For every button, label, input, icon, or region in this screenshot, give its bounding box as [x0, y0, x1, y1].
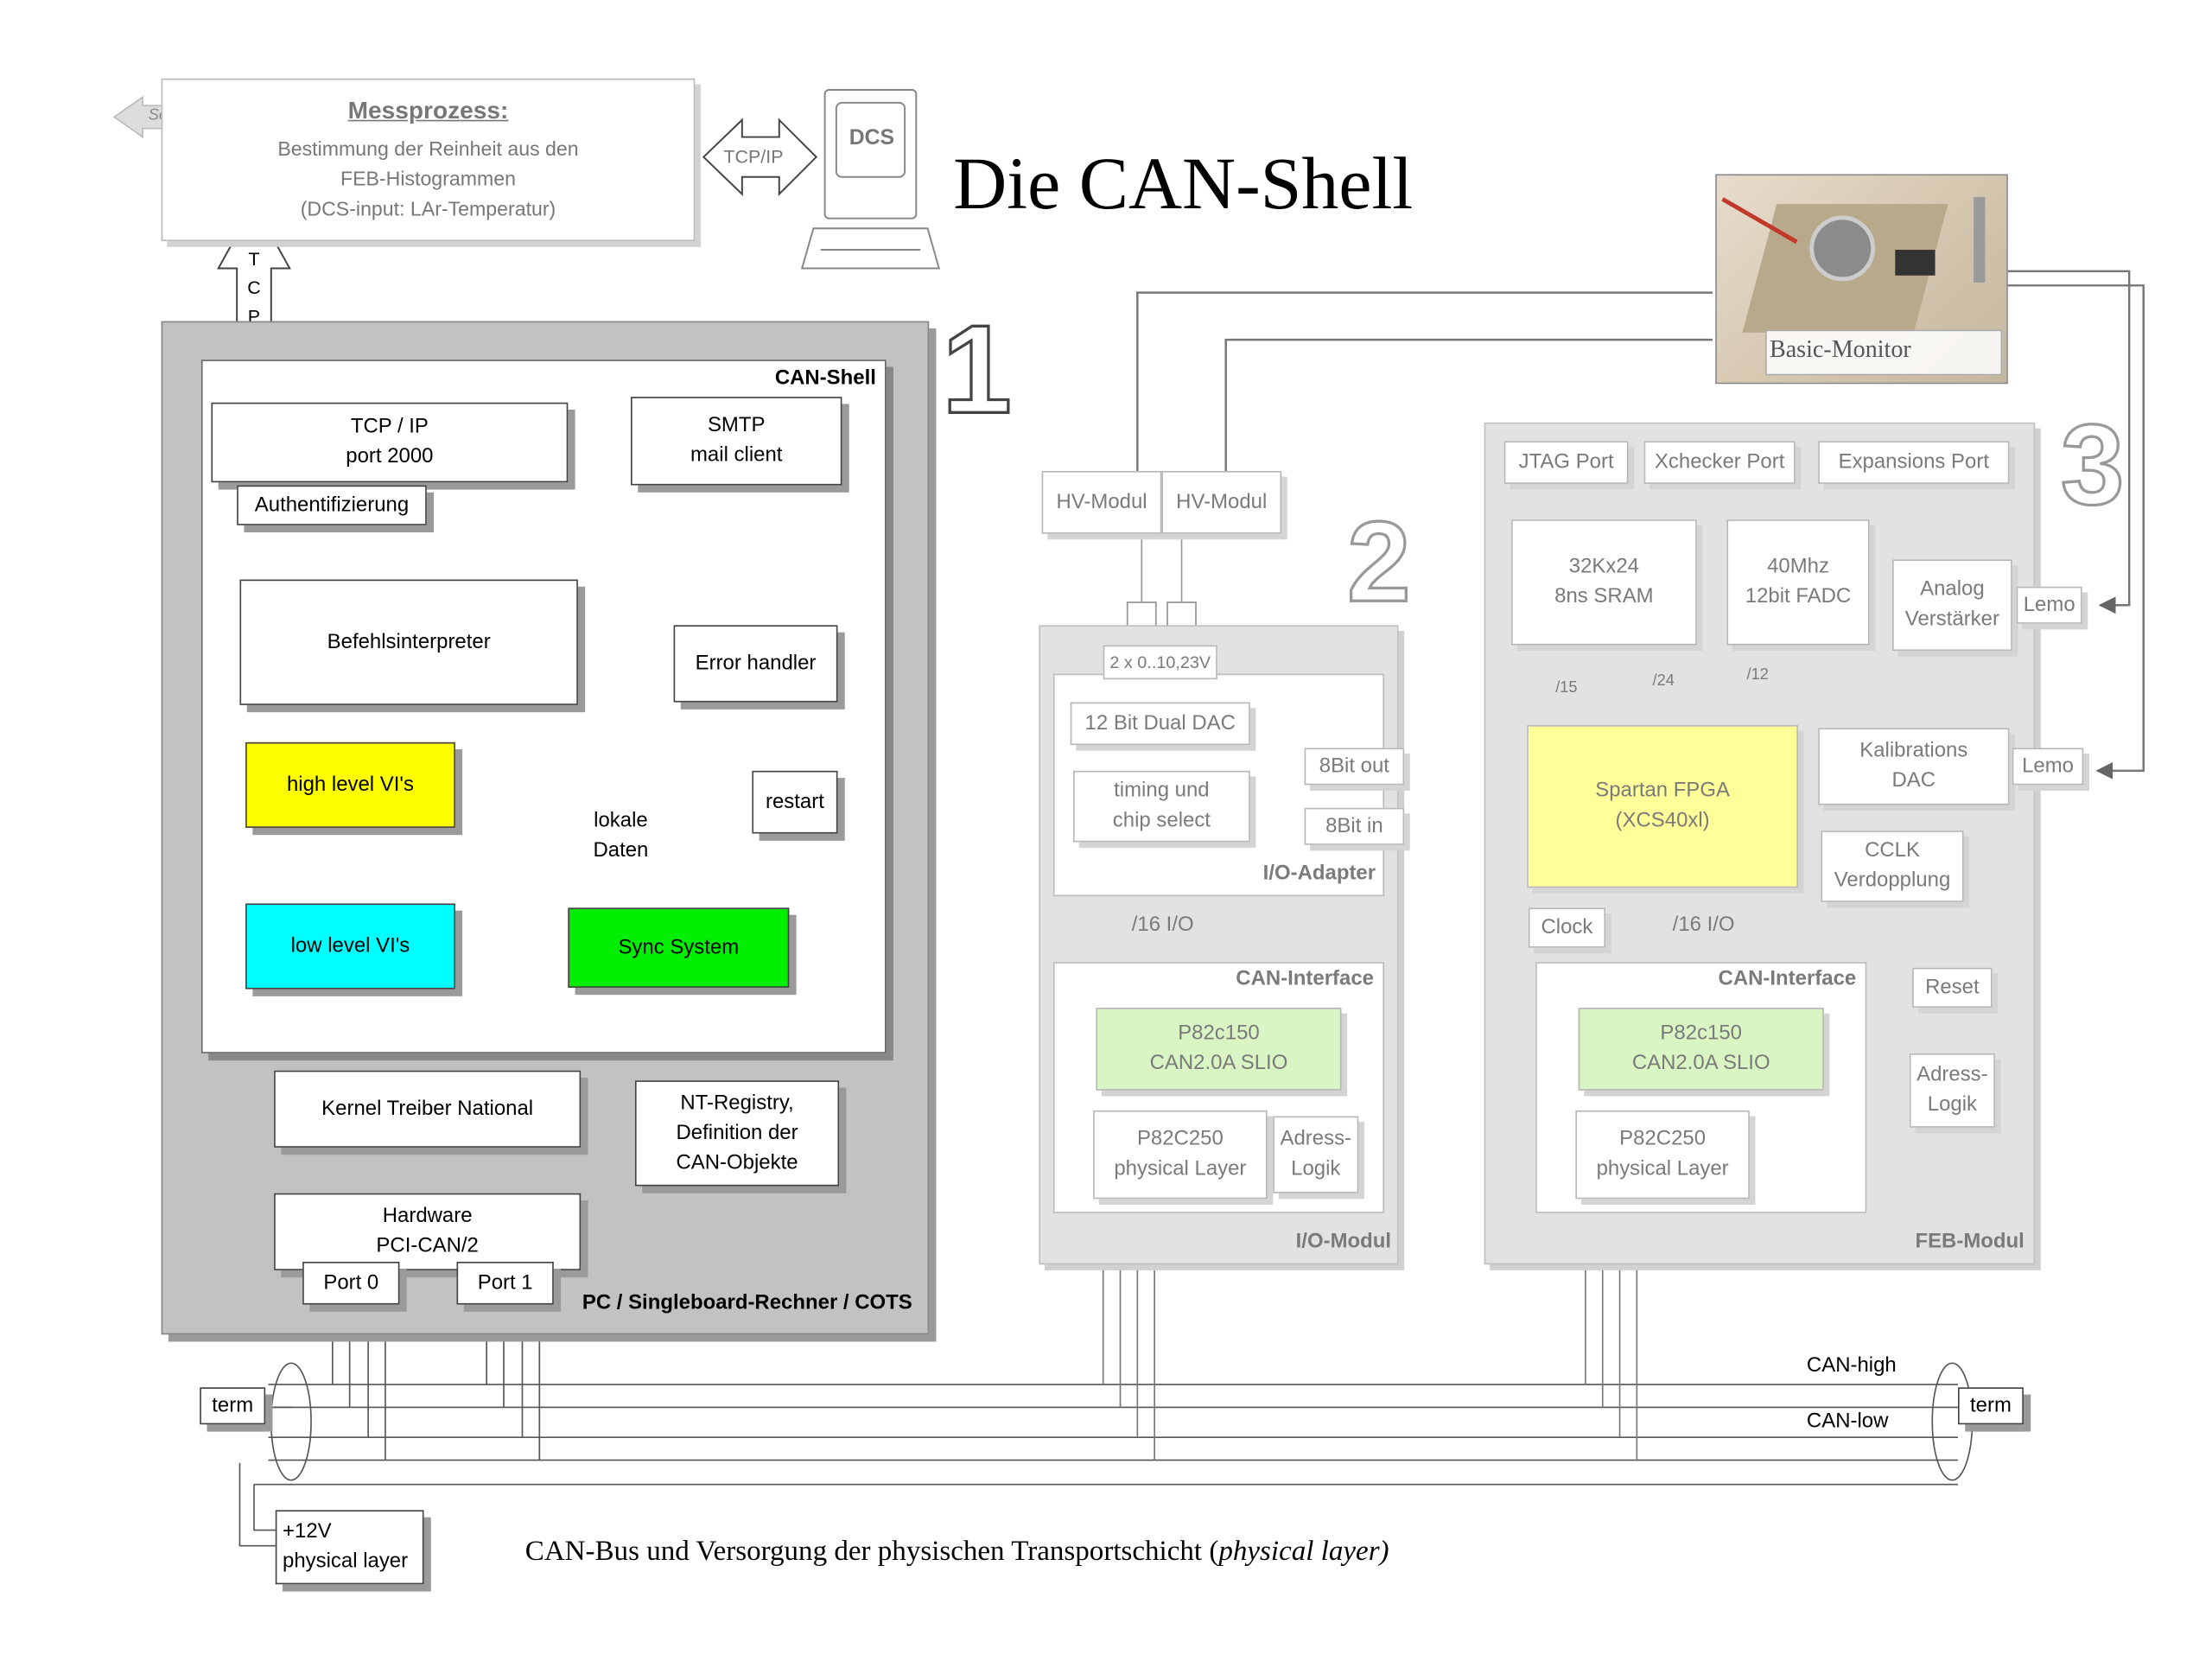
photo-chip-icon	[1895, 250, 1936, 276]
page-title: Die CAN-Shell	[953, 143, 1414, 226]
smtp-box: SMTP mail client	[631, 397, 842, 486]
lemo-2-box: Lemo	[2012, 748, 2084, 786]
bus-24-label: /24	[1652, 671, 1675, 690]
can-low-label: CAN-low	[1806, 1410, 1889, 1434]
messprozess-box: Messprozess: Bestimmung der Reinheit aus…	[161, 78, 696, 242]
io-slio-box: P82c150 CAN2.0A SLIO	[1096, 1008, 1342, 1091]
io-adapter-label: I/O-Adapter	[1262, 862, 1376, 885]
dcs-computer	[800, 89, 941, 270]
dual-dac-box: 12 Bit Dual DAC	[1070, 702, 1250, 746]
bus-caption-italic: physical layer)	[1218, 1536, 1389, 1568]
sync-system-box: Sync System	[568, 907, 790, 988]
nt-registry-box: NT-Registry, Definition der CAN-Objekte	[634, 1080, 840, 1187]
pc-panel-footer: PC / Singleboard-Rechner / COTS	[582, 1291, 912, 1315]
restart-box: restart	[752, 770, 838, 834]
fadc-box: 40Mhz 12bit FADC	[1726, 519, 1870, 646]
low-level-box: low level VI's	[245, 903, 455, 990]
term-left-box: term	[200, 1387, 266, 1425]
wire-lemo1	[2007, 270, 2131, 614]
feb-module-label: FEB-Modul	[1915, 1230, 2024, 1254]
lemo-1-box: Lemo	[2016, 586, 2082, 624]
cclk-box: CCLK Verdopplung	[1821, 830, 1964, 902]
feb-bus-label: /16 I/O	[1672, 913, 1735, 937]
photo-post-icon	[1974, 196, 1986, 283]
wire-hv2	[1224, 338, 1713, 472]
tcpip-horizontal-arrow	[702, 118, 818, 197]
port1-box: Port 1	[456, 1262, 554, 1305]
lokale-daten-label: lokale Daten	[593, 809, 649, 862]
bus-12-label: /12	[1746, 666, 1769, 684]
out8-box: 8Bit out	[1304, 748, 1405, 786]
error-handler-box: Error handler	[673, 625, 838, 703]
jtag-port-box: JTAG Port	[1503, 441, 1629, 484]
auth-box: Authentifizierung	[237, 485, 427, 525]
messprozess-text: Bestimmung der Reinheit aus den FEB-Hist…	[277, 137, 579, 220]
port0-box: Port 0	[302, 1262, 400, 1305]
hv-modul-2: HV-Modul	[1161, 471, 1282, 534]
sram-box: 32Kx24 8ns SRAM	[1511, 519, 1697, 646]
kernel-driver-box: Kernel Treiber National	[274, 1070, 582, 1148]
bus-caption-main: CAN-Bus und Versorgung der physischen Tr…	[524, 1536, 1219, 1568]
tcp-port-box: TCP / IP port 2000	[211, 402, 569, 483]
reset-box: Reset	[1912, 967, 1993, 1009]
feb-can-interface-label: CAN-Interface	[1718, 967, 1857, 991]
photo-connector-icon	[1809, 215, 1876, 282]
cable-end-left	[270, 1362, 312, 1481]
clock-box: Clock	[1528, 907, 1606, 948]
can-high-label: CAN-high	[1806, 1354, 1897, 1378]
term-right-box: term	[1957, 1387, 2024, 1425]
xchecker-port-box: Xchecker Port	[1643, 441, 1796, 484]
dcs-label: DCS	[849, 125, 895, 150]
basic-monitor-label: Basic-Monitor	[1765, 329, 2003, 376]
can-shell-label: CAN-Shell	[774, 366, 876, 390]
io-phys-box: P82C250 physical Layer	[1093, 1110, 1268, 1200]
expansions-port-box: Expansions Port	[1818, 441, 2010, 484]
power-box: +12V physical layer	[275, 1510, 424, 1585]
feb-phys-box: P82C250 physical Layer	[1575, 1110, 1750, 1200]
wire-hv1	[1136, 291, 1713, 472]
in8-box: 8Bit in	[1304, 807, 1405, 845]
bus-caption: CAN-Bus und Versorgung der physischen Tr…	[525, 1536, 1389, 1569]
bus-15-label: /15	[1555, 679, 1578, 697]
fpga-box: Spartan FPGA (XCS40xl)	[1527, 725, 1799, 888]
befehlsinterpreter-box: Befehlsinterpreter	[239, 579, 578, 705]
feb-slio-box: P82c150 CAN2.0A SLIO	[1578, 1008, 1824, 1091]
high-level-box: high level VI's	[245, 741, 455, 828]
io-module-label: I/O-Modul	[1295, 1230, 1392, 1254]
voltage-label: 2 x 0..10,23V	[1103, 645, 1217, 680]
section-number-3: 3	[2059, 399, 2126, 529]
basic-monitor-photo: Basic-Monitor	[1715, 174, 2008, 385]
analog-box: Analog Verstärker	[1892, 559, 2012, 652]
messprozess-title: Messprozess:	[347, 97, 509, 124]
section-number-1: 1	[940, 297, 1013, 442]
io-bus-label: /16 I/O	[1131, 913, 1194, 937]
kalibrations-dac-box: Kalibrations DAC	[1818, 728, 2010, 805]
hardware-box: Hardware PCI-CAN/2	[274, 1193, 582, 1270]
io-adress-box: Adress- Logik	[1273, 1116, 1359, 1193]
section-number-2: 2	[1345, 497, 1412, 627]
hv-modul-1: HV-Modul	[1041, 471, 1162, 534]
wire-lemo2	[2007, 284, 2145, 780]
feb-adress-box: Adress- Logik	[1909, 1053, 1995, 1128]
tcpip-horizontal-label: TCP/IP	[723, 145, 784, 168]
io-can-interface-label: CAN-Interface	[1236, 967, 1374, 991]
timing-box: timing und chip select	[1073, 770, 1250, 843]
